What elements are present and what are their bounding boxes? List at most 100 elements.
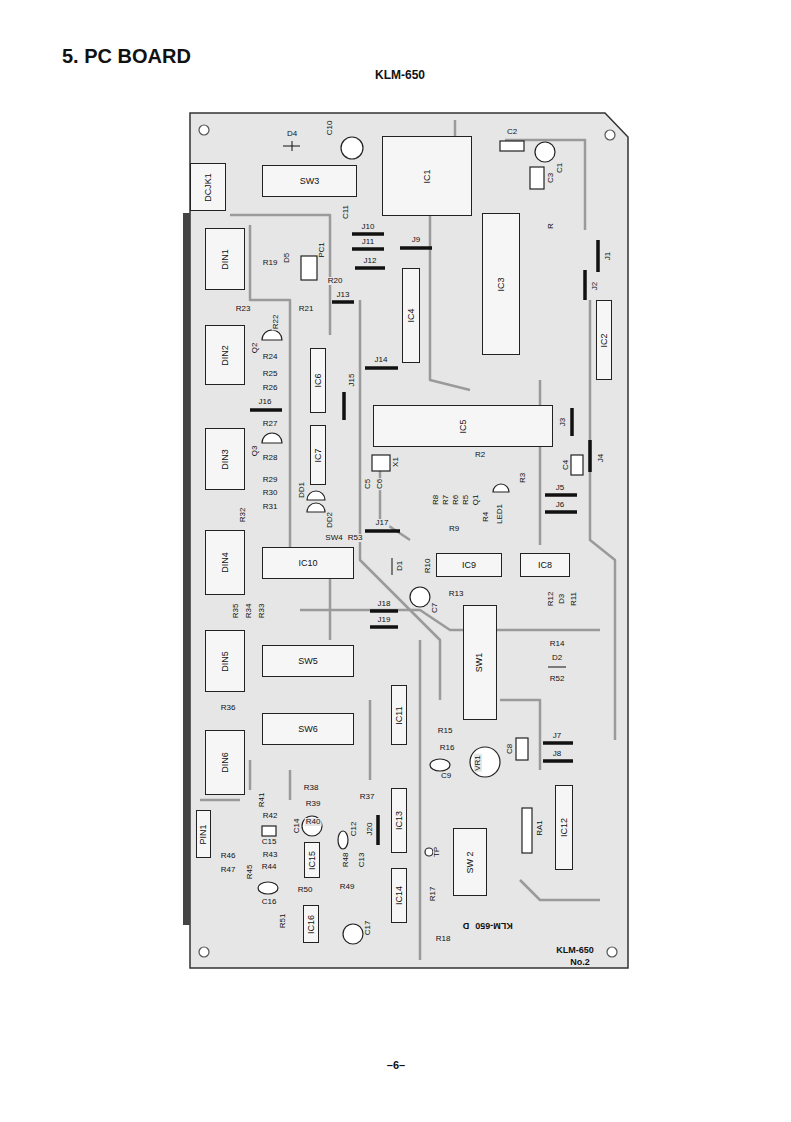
part-label: C2 (506, 128, 518, 136)
component-outline: DIN2 (205, 325, 245, 385)
part-label: R36 (220, 704, 237, 712)
part-label: C10 (326, 120, 334, 137)
part-label: R4 (482, 511, 490, 523)
component-outline: DIN6 (205, 730, 245, 795)
component-outline: IC5 (373, 405, 553, 447)
part-label: RA1 (536, 819, 544, 837)
component-outline: IC11 (391, 685, 407, 745)
part-label: R46 (220, 852, 237, 860)
part-label: D2 (551, 654, 563, 662)
part-label: J16 (258, 398, 273, 406)
part-name: IC7 (314, 448, 323, 462)
part-label: J5 (555, 484, 565, 492)
component-outline: SW1 (463, 605, 497, 720)
part-label: R3 (519, 472, 527, 484)
part-label: R49 (339, 883, 356, 891)
part-name: IC16 (307, 914, 316, 933)
part-label: R21 (298, 305, 315, 313)
part-label: LED1 (496, 503, 504, 525)
part-label: DD2 (326, 511, 334, 529)
part-label: R40 (305, 818, 322, 826)
part-label: R23 (235, 305, 252, 313)
component-outline: IC8 (520, 553, 570, 577)
diode-symbols (283, 141, 566, 667)
small-parts (262, 141, 583, 856)
part-label: D (462, 921, 471, 930)
component-outline: PIN1 (196, 810, 211, 858)
part-label: R38 (303, 784, 320, 792)
part-label: R16 (439, 744, 456, 752)
part-label: D4 (286, 130, 298, 138)
part-label: C5 (364, 478, 372, 490)
part-name: PIN1 (199, 824, 208, 844)
part-label: R37 (359, 793, 376, 801)
component-outline: IC6 (310, 348, 326, 413)
page-title: 5. PC BOARD (62, 45, 191, 68)
part-label: R22 (272, 314, 280, 331)
part-name: IC2 (600, 333, 609, 347)
part-label: R29 (262, 476, 279, 484)
part-label: R33 (258, 603, 266, 620)
part-label: J8 (552, 750, 562, 758)
component-outline: IC4 (402, 268, 420, 363)
part-name: IC8 (538, 561, 552, 570)
part-label: R8 (432, 494, 440, 506)
part-label: C9 (440, 772, 452, 780)
part-label: R24 (262, 353, 279, 361)
component-outline: IC1 (382, 136, 472, 216)
part-label: J10 (361, 223, 376, 231)
part-label: C8 (506, 743, 514, 755)
part-label: J3 (559, 417, 567, 427)
part-label: R13 (448, 590, 465, 598)
part-name: DIN1 (220, 249, 229, 270)
part-label: KLM-650 (474, 921, 514, 930)
potentiometer-symbol (470, 747, 500, 777)
part-label: SW4 (324, 534, 343, 542)
part-label: C17 (364, 920, 372, 937)
part-label: J19 (377, 616, 392, 624)
component-outline: IC10 (262, 547, 354, 579)
part-label: R10 (424, 558, 432, 575)
part-label: DD1 (298, 481, 306, 499)
part-label: R6 (452, 494, 460, 506)
part-name: IC4 (406, 308, 415, 322)
part-name: DIN6 (220, 752, 229, 773)
component-outline: IC14 (391, 868, 407, 923)
part-label: C14 (293, 818, 301, 835)
part-label: J17 (375, 519, 390, 527)
part-label: J15 (348, 373, 356, 388)
part-label: R50 (297, 886, 314, 894)
part-label: R42 (262, 812, 279, 820)
part-name: DCJK1 (203, 173, 212, 202)
part-label: KLM-650 (374, 69, 426, 81)
part-label: No.2 (569, 958, 591, 967)
component-outline: IC12 (555, 785, 573, 870)
part-label: J12 (363, 257, 378, 265)
part-name: IC13 (395, 811, 404, 830)
part-name: IC3 (496, 277, 505, 291)
component-outline: IC15 (304, 842, 320, 878)
part-name: IC5 (458, 419, 467, 433)
part-name: IC10 (298, 559, 317, 568)
part-label: C16 (261, 898, 278, 906)
part-label: J6 (555, 501, 565, 509)
part-label: R44 (261, 863, 278, 871)
part-label: Q2 (251, 342, 259, 355)
part-label: R9 (448, 525, 460, 533)
part-label: R5 (462, 494, 470, 506)
component-outline: SW3 (262, 165, 357, 197)
part-label: R35 (232, 603, 240, 620)
part-label: R48 (342, 852, 350, 869)
part-label: R52 (549, 675, 566, 683)
part-label: VR1 (474, 754, 482, 772)
part-name: IC14 (395, 886, 404, 905)
component-outline: DIN1 (205, 228, 245, 290)
component-outline: IC16 (303, 905, 319, 943)
part-label: KLM-650 (555, 946, 595, 955)
part-name: DIN4 (220, 552, 229, 573)
part-label: R14 (549, 640, 566, 648)
jumper-wires (250, 234, 598, 845)
part-label: R12 (547, 591, 555, 608)
component-outline: DCJK1 (190, 163, 226, 211)
